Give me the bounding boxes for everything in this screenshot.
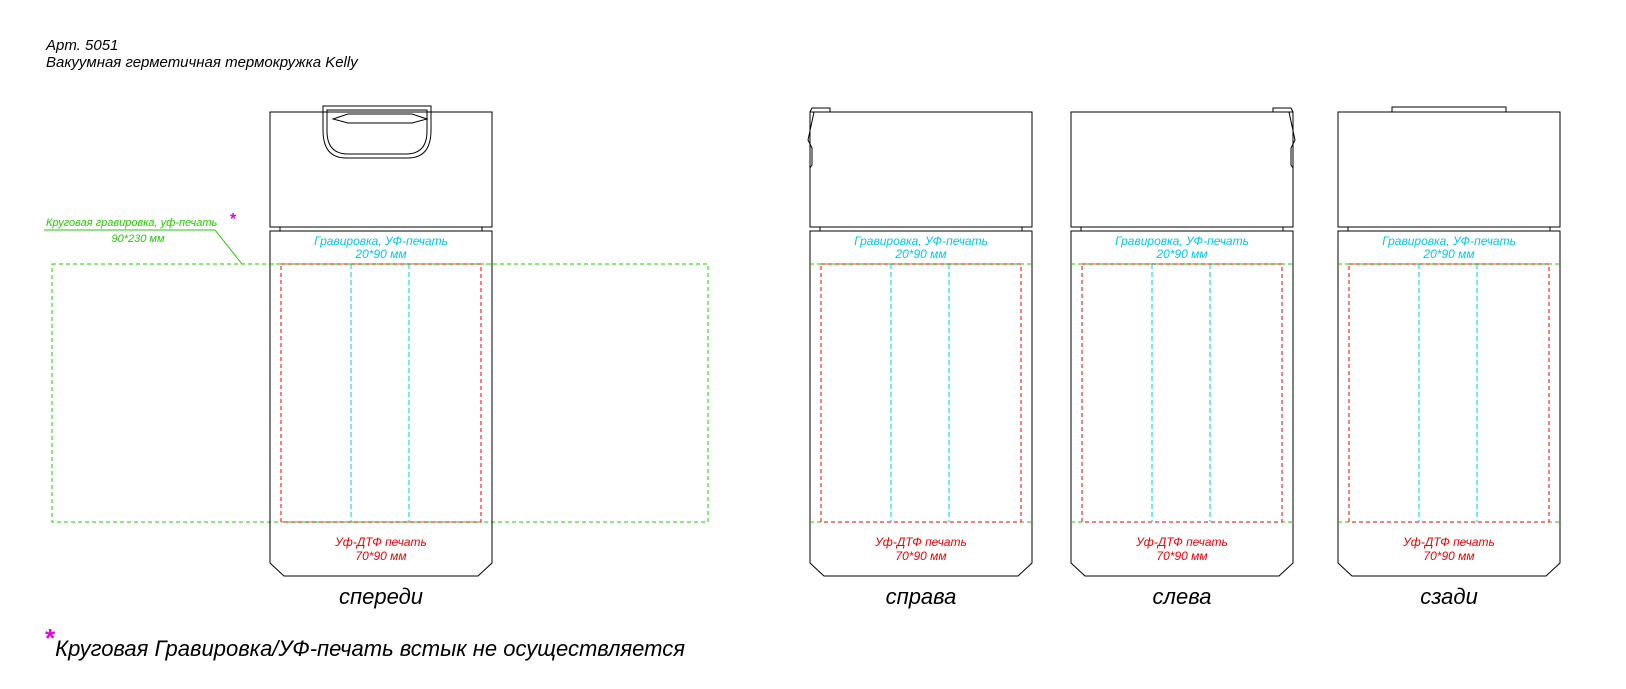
lid-handle-slot-icon bbox=[331, 113, 429, 124]
lower-zone-size: 70*90 мм bbox=[1423, 549, 1474, 563]
upper-zone-label: Гравировка, УФ-печать bbox=[854, 234, 988, 248]
lid-ring bbox=[1080, 226, 1284, 232]
lid-ring bbox=[1347, 226, 1551, 232]
lower-zone-size: 70*90 мм bbox=[355, 549, 406, 563]
lower-zone-rect bbox=[1081, 263, 1283, 523]
mug-left-view bbox=[1070, 107, 1296, 577]
view-label-right: справа bbox=[886, 584, 957, 609]
lid bbox=[269, 111, 493, 228]
lower-zone-label: Уф-ДТФ печать bbox=[1402, 535, 1495, 549]
upper-zone-size: 20*90 мм bbox=[1155, 247, 1207, 261]
lid bbox=[1337, 111, 1561, 228]
view-label-left: слева bbox=[1153, 584, 1212, 609]
footnote: *Круговая Гравировка/УФ-печать встык не … bbox=[44, 623, 686, 663]
lid-ring bbox=[819, 226, 1023, 232]
lower-zone-label: Уф-ДТФ печать bbox=[334, 535, 427, 549]
mug-front-view bbox=[269, 105, 493, 577]
wrap-zone-leader-line bbox=[44, 229, 243, 265]
wrap-zone-rect bbox=[51, 263, 709, 523]
body bbox=[1070, 230, 1294, 577]
upper-zone-label: Гравировка, УФ-печать bbox=[1115, 234, 1249, 248]
body bbox=[269, 230, 493, 577]
wrap-zone-label: Круговая гравировка, уф-печать bbox=[46, 217, 218, 229]
product-name: Вакуумная герметичная термокружка Kelly bbox=[46, 54, 358, 71]
lid-handle-top bbox=[1391, 106, 1507, 113]
lower-zone-size: 70*90 мм bbox=[1156, 549, 1207, 563]
upper-zone-label: Гравировка, УФ-печать bbox=[1382, 234, 1516, 248]
lid bbox=[1070, 111, 1294, 228]
lid-ring bbox=[279, 226, 483, 232]
upper-zone-label: Гравировка, УФ-печать bbox=[314, 234, 448, 248]
mug-back-view bbox=[1337, 106, 1561, 577]
upper-zone-size: 20*90 мм bbox=[894, 247, 946, 261]
view-label-back: сзади bbox=[1420, 584, 1478, 609]
lid-clip bbox=[807, 107, 831, 169]
article-number: Арт. 5051 bbox=[46, 37, 119, 54]
lower-zone-label: Уф-ДТФ печать bbox=[1135, 535, 1228, 549]
lid-clip bbox=[1272, 107, 1296, 169]
lid-handle bbox=[322, 105, 432, 159]
lower-zone-rect bbox=[820, 263, 1022, 523]
lower-zone-rect bbox=[280, 263, 482, 523]
lower-zone-rect bbox=[1348, 263, 1550, 523]
footnote-star: * bbox=[44, 623, 55, 653]
upper-zone-size: 20*90 мм bbox=[1422, 247, 1474, 261]
footnote-text: Круговая Гравировка/УФ-печать встык не о… bbox=[55, 636, 686, 661]
lid bbox=[809, 111, 1033, 228]
wrap-zone-size: 90*230 мм bbox=[111, 233, 164, 245]
lid-handle-inner bbox=[326, 109, 428, 155]
wrap-zone-star: * bbox=[230, 211, 237, 228]
upper-zone-size: 20*90 мм bbox=[354, 247, 406, 261]
lower-zone-size: 70*90 мм bbox=[895, 549, 946, 563]
body bbox=[809, 230, 1033, 577]
drawing-header: Арт. 5051 Вакуумная герметичная термокру… bbox=[46, 37, 358, 71]
lower-zone-label: Уф-ДТФ печать bbox=[874, 535, 967, 549]
body bbox=[1337, 230, 1561, 577]
mug-right-view bbox=[807, 107, 1033, 577]
view-label-front: спереди bbox=[339, 584, 423, 609]
